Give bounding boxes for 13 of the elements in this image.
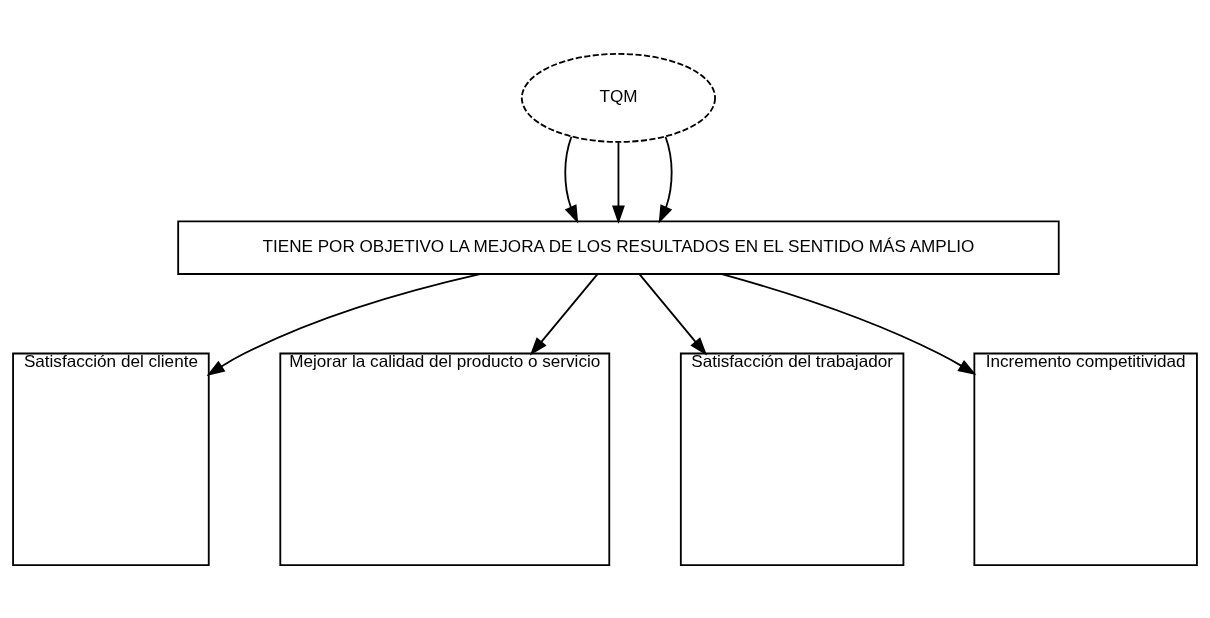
arrow [529,272,599,356]
node-ellipse: TQM [520,52,716,143]
node-box: Satisfacción del cliente [12,352,210,566]
node-box: Incremento competitividad [973,352,1198,566]
node-box: Satisfacción del trabajador [679,352,905,566]
node-box: Mejorar la calidad del producto o servicio [279,352,611,566]
node-box: TIENE POR OBJETIVO LA MEJORA DE LOS RESULTADOS EN EL SENTIDO MÁS AMPLIO [177,220,1060,275]
arrow [658,135,673,224]
arrow [612,140,625,224]
arrow [638,272,707,356]
arrow [720,272,977,375]
arrow [206,272,481,376]
arrow [564,135,579,224]
